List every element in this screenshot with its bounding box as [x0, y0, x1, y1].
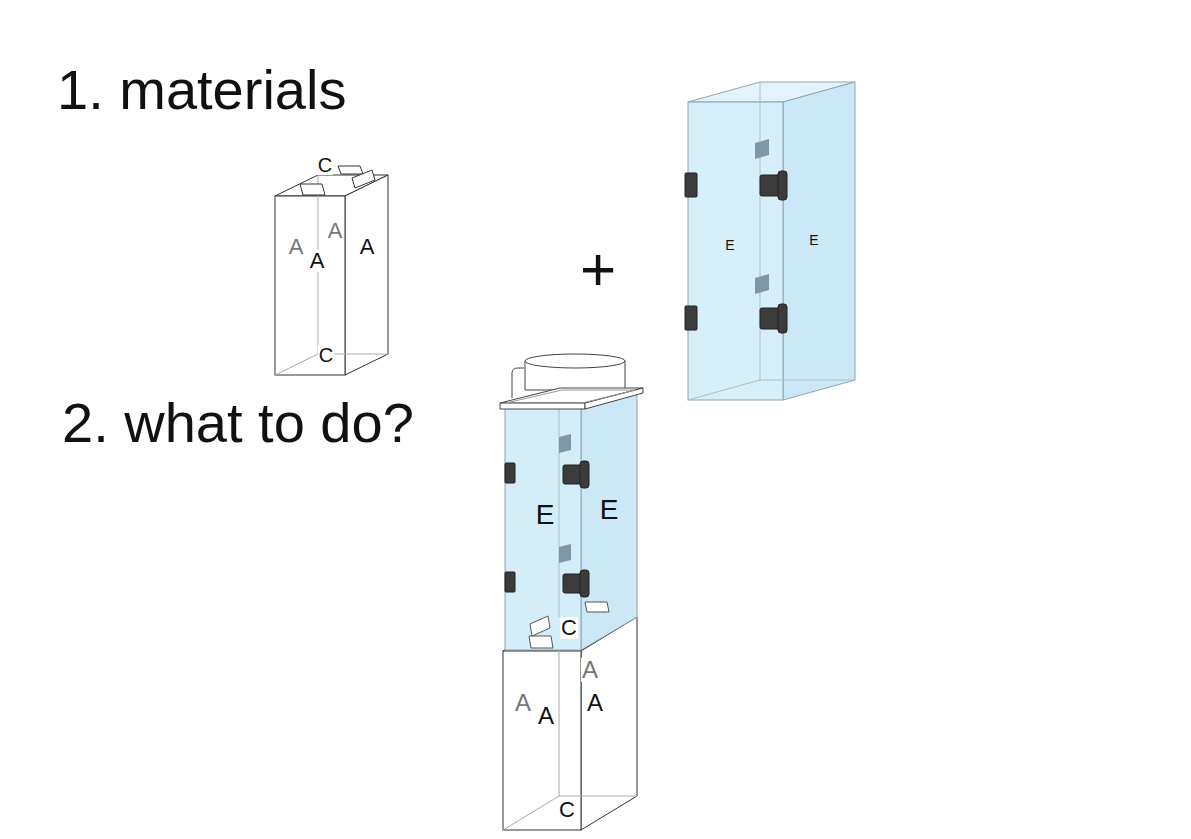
plus-sign: + — [579, 238, 617, 300]
face-letter: E — [535, 501, 556, 529]
face-letter: A — [514, 691, 532, 715]
face-letter: A — [309, 250, 326, 272]
face-letter: C — [317, 155, 333, 175]
lid-with-cylinder — [500, 354, 643, 409]
assembled-upper-prism — [505, 388, 637, 650]
face-letter: C — [558, 799, 576, 821]
step-heading: 1. materials — [57, 62, 346, 118]
white-prism — [275, 166, 388, 375]
face-letter: A — [359, 236, 376, 258]
face-letter: C — [560, 617, 578, 639]
face-letter: A — [581, 658, 599, 682]
face-letter: E — [724, 238, 735, 252]
face-letter: A — [586, 691, 604, 715]
face-letter: E — [599, 496, 620, 524]
face-letter: A — [327, 220, 344, 242]
face-letter: A — [288, 236, 305, 258]
blue-prism — [685, 82, 855, 400]
face-letter: A — [537, 704, 555, 728]
face-letter: E — [808, 233, 819, 247]
step-heading: 2. what to do? — [62, 395, 414, 451]
face-letter: C — [318, 345, 334, 365]
